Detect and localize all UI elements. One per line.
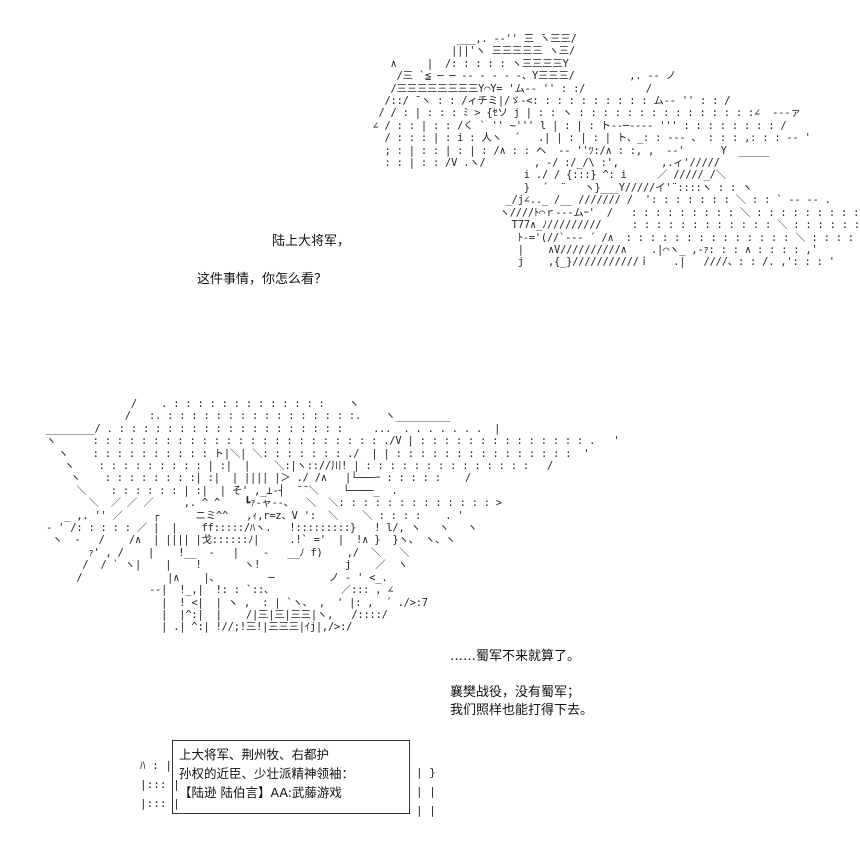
- dialogue-question-line-1: 陆上大将军，: [272, 234, 351, 249]
- info-box-left-decoration: ﾊ : | |::: | |::: |: [140, 759, 180, 810]
- dialogue-reply-line-3: 我们照样也能打得下去。: [450, 703, 594, 718]
- info-name-line: 【陆逊 陆伯言】AA:武藤游戏: [179, 785, 342, 800]
- info-title-line: 上大将军、荆州牧、右都护: [179, 747, 330, 762]
- ascii-art-character-top: ___,. -‐'' ̄三 ̄ヽ三三/ |||'ヽ 三三三三三 ヽ三/ ∧ | …: [372, 33, 860, 269]
- dialogue-reply-line-2: 襄樊战役，没有蜀军；: [450, 685, 581, 700]
- dialogue-reply-line-1: ……蜀军不来就算了。: [450, 649, 581, 664]
- dialogue-question-line-2: 这件事情，你怎么看？: [197, 272, 328, 287]
- info-description-line: 孙权的近臣、少壮派精神领袖：: [179, 766, 355, 781]
- info-box-right-decoration: | } | | | |: [416, 766, 436, 817]
- ascii-art-character-bottom: / . : : : : : : : : : : : : : ヽ / :. : :…: [46, 398, 620, 634]
- character-info-box: 上大将军、荆州牧、右都护 孙权的近臣、少壮派精神领袖： 【陆逊 陆伯言】AA:武…: [172, 740, 410, 814]
